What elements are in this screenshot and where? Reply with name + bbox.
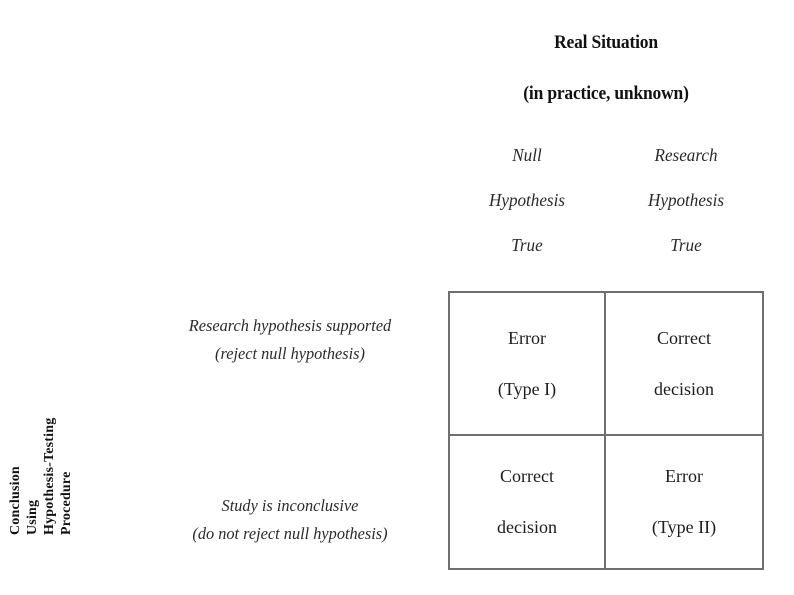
row-group-title-line: Using [25, 499, 40, 535]
matrix-cell-line: Error [665, 466, 703, 486]
column-header-line: True [670, 235, 702, 255]
matrix-cell-correct-decision-1: Correct decision [606, 293, 762, 436]
column-header-line: Hypothesis [489, 190, 565, 210]
row-group-title-line: Hypothesis-Testing [42, 417, 57, 535]
row-header-study-is-inconclusive: Study is inconclusive (do not reject nul… [146, 492, 434, 548]
column-header-line: True [511, 235, 543, 255]
matrix-cell-correct-decision-2: Correct decision [450, 436, 606, 568]
row-group-title-line: Conclusion [8, 466, 23, 535]
row-group-title: Conclusion Using Hypothesis-Testing Proc… [7, 345, 87, 535]
column-group-subtitle: (in practice, unknown) [523, 83, 689, 104]
matrix-cell-line: (Type II) [651, 517, 717, 537]
matrix-cell-error-type-2: Error (Type II) [606, 436, 762, 568]
matrix-cell-line: (Type I) [497, 378, 557, 399]
column-header-research-hypothesis-true: Research Hypothesis True [610, 133, 762, 268]
matrix-cell-line: Error [508, 327, 546, 348]
matrix-cell-line: Correct [500, 466, 554, 486]
column-header-line: Research [654, 145, 718, 165]
column-group-title: Real Situation [554, 32, 658, 53]
matrix-cell-line: decision [654, 378, 714, 399]
outcome-matrix-table: Error (Type I) Correct decision Correct … [448, 291, 764, 570]
matrix-cell-error-type-1: Error (Type I) [450, 293, 606, 436]
row-group-title-line: Procedure [59, 471, 74, 536]
row-header-line: (reject null hypothesis) [215, 344, 365, 363]
column-header-line: Null [512, 145, 542, 165]
row-header-line: Research hypothesis supported [188, 316, 392, 335]
row-header-line: (do not reject null hypothesis) [192, 524, 388, 543]
matrix-cell-line: Correct [657, 327, 711, 348]
column-header-null-hypothesis-true: Null Hypothesis True [451, 133, 603, 268]
matrix-cell-line: decision [497, 517, 557, 537]
row-header-research-hypothesis-supported: Research hypothesis supported (reject nu… [146, 312, 434, 368]
column-header-line: Hypothesis [648, 190, 724, 210]
row-header-line: Study is inconclusive [221, 496, 359, 515]
